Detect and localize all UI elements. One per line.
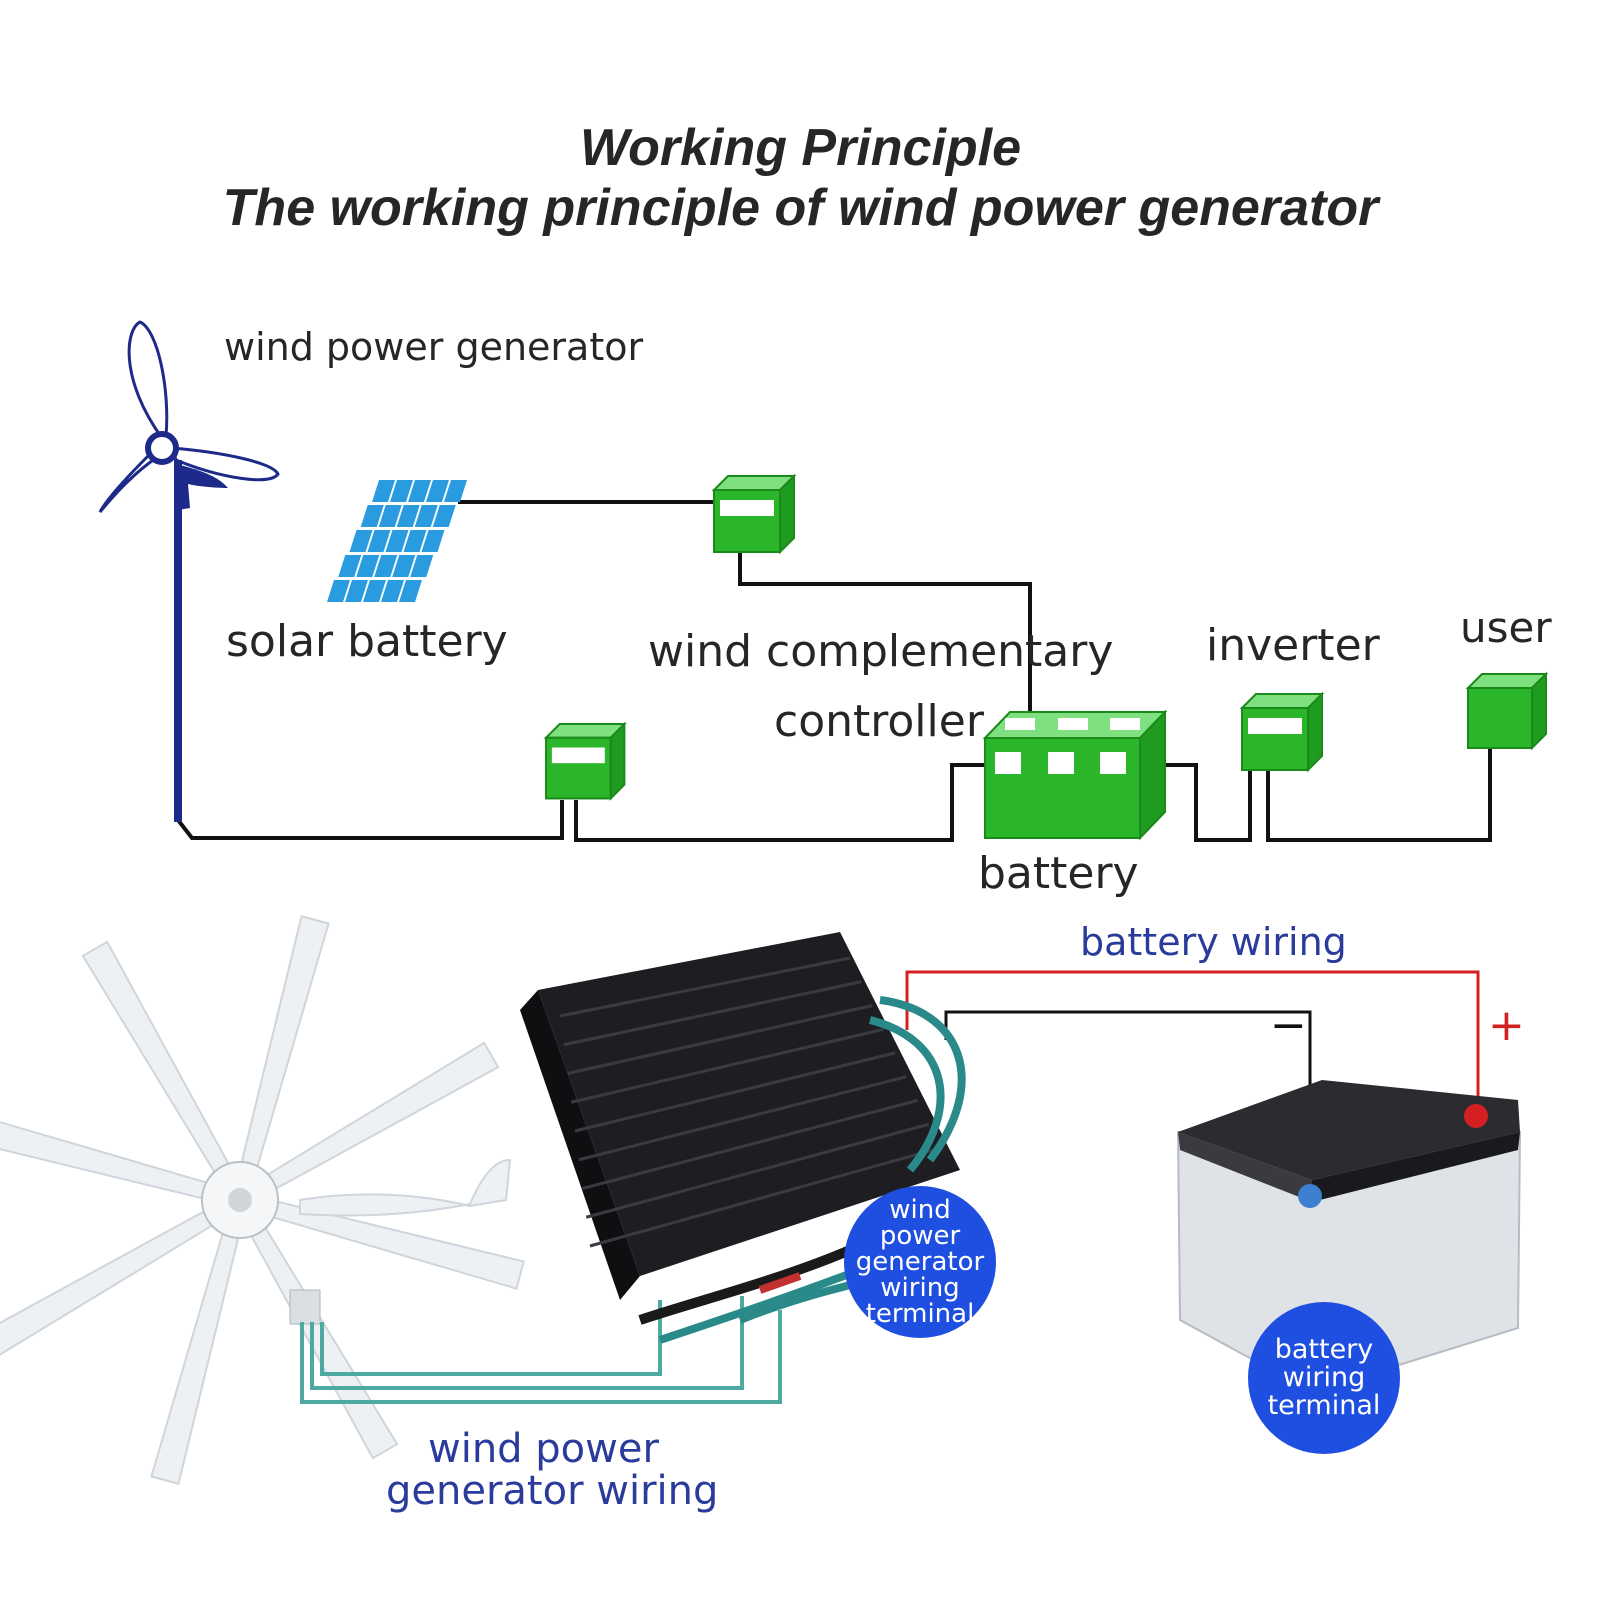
- solar-cell: [345, 580, 368, 602]
- charge-controller-image: [520, 932, 966, 1344]
- controller-label-line-1: wind complementary: [648, 626, 1113, 677]
- controller-box-icon: [713, 475, 795, 553]
- title-line-1: Working Principle: [579, 119, 1022, 177]
- heatsink-fin: [559, 956, 851, 1018]
- solar-cell: [410, 555, 434, 577]
- solar-cell: [367, 530, 391, 552]
- solar-cell: [444, 480, 467, 502]
- heatsink-fin: [589, 1146, 941, 1248]
- battery-terminal-badge: battery wiring terminal: [1248, 1302, 1400, 1454]
- generator-terminal-line-2: power: [880, 1221, 961, 1251]
- solar-cell: [363, 580, 386, 602]
- solar-cell: [360, 505, 384, 527]
- battery-terminal-line-1: battery: [1275, 1334, 1374, 1365]
- solar-cell: [403, 530, 427, 552]
- turbine-blade: [0, 1110, 215, 1202]
- solar-cell: [327, 580, 350, 602]
- solar-cell: [392, 555, 416, 577]
- generator-wiring: [300, 1296, 782, 1404]
- inverter-box-icon: [1241, 693, 1323, 771]
- rectifier-box-icon: [545, 723, 626, 800]
- generator-wiring-label-line-1: wind power: [428, 1426, 659, 1472]
- solar-cell: [374, 555, 398, 577]
- generator-terminal-line-3: generator: [856, 1247, 985, 1277]
- battery-label: battery: [978, 848, 1139, 899]
- solar-cell: [396, 505, 420, 527]
- solar-cell: [381, 580, 404, 602]
- solar-battery-label: solar battery: [226, 616, 508, 667]
- battery-wiring-label: battery wiring: [1080, 920, 1347, 964]
- solar-cell: [356, 555, 380, 577]
- heatsink-fin: [585, 1122, 930, 1219]
- generator-terminal-badge: wind power generator wiring terminal: [844, 1186, 996, 1338]
- solar-cell: [399, 580, 422, 602]
- generator-terminal-line-5: terminal: [866, 1299, 975, 1329]
- minus-sign: −: [1270, 1000, 1307, 1051]
- turbine-blade: [81, 940, 234, 1180]
- controller-label-line-2: controller: [774, 696, 985, 747]
- solar-cell: [414, 505, 438, 527]
- battery-terminal-line-2: wiring: [1283, 1362, 1365, 1393]
- heatsink-fin: [570, 1027, 885, 1104]
- solar-cell: [349, 530, 373, 552]
- heatsink-fin: [582, 1099, 918, 1190]
- top-wiring: [176, 500, 1492, 842]
- turbine-blade: [260, 1041, 500, 1194]
- battery-terminal-line-3: terminal: [1268, 1390, 1381, 1421]
- wind-turbine-icon: [98, 320, 280, 822]
- generator-terminal-line-1: wind: [889, 1195, 950, 1225]
- car-battery-image: [1176, 1080, 1522, 1394]
- turbine-blade: [0, 1206, 220, 1359]
- heatsink-fin: [574, 1051, 896, 1133]
- heatsink-fin: [567, 1004, 873, 1075]
- solar-cell: [408, 480, 431, 502]
- solar-cell: [378, 505, 402, 527]
- turbine-blade: [238, 915, 330, 1175]
- wind-power-generator-label: wind power generator: [224, 325, 643, 369]
- user-label: user: [1460, 603, 1552, 652]
- heatsink-fin: [563, 980, 862, 1047]
- plus-sign: +: [1488, 1000, 1525, 1051]
- title-line-2: The working principle of wind power gene…: [222, 179, 1379, 237]
- generator-wiring-label-line-2: generator wiring: [386, 1468, 718, 1514]
- turbine-blade: [150, 1225, 242, 1485]
- solar-cell: [432, 505, 456, 527]
- solar-panel-icon: [327, 480, 467, 602]
- solar-cell: [385, 530, 409, 552]
- heatsink-fin: [578, 1075, 907, 1162]
- generator-terminal-line-4: wiring: [880, 1273, 959, 1303]
- solar-cell: [338, 555, 362, 577]
- solar-cell: [426, 480, 449, 502]
- solar-cell: [421, 530, 445, 552]
- solar-cell: [390, 480, 413, 502]
- inverter-label: inverter: [1206, 620, 1381, 671]
- white-wind-turbine-image: [0, 915, 525, 1485]
- user-box-icon: [1465, 671, 1549, 751]
- battery-icon: [982, 709, 1168, 841]
- solar-cell: [372, 480, 395, 502]
